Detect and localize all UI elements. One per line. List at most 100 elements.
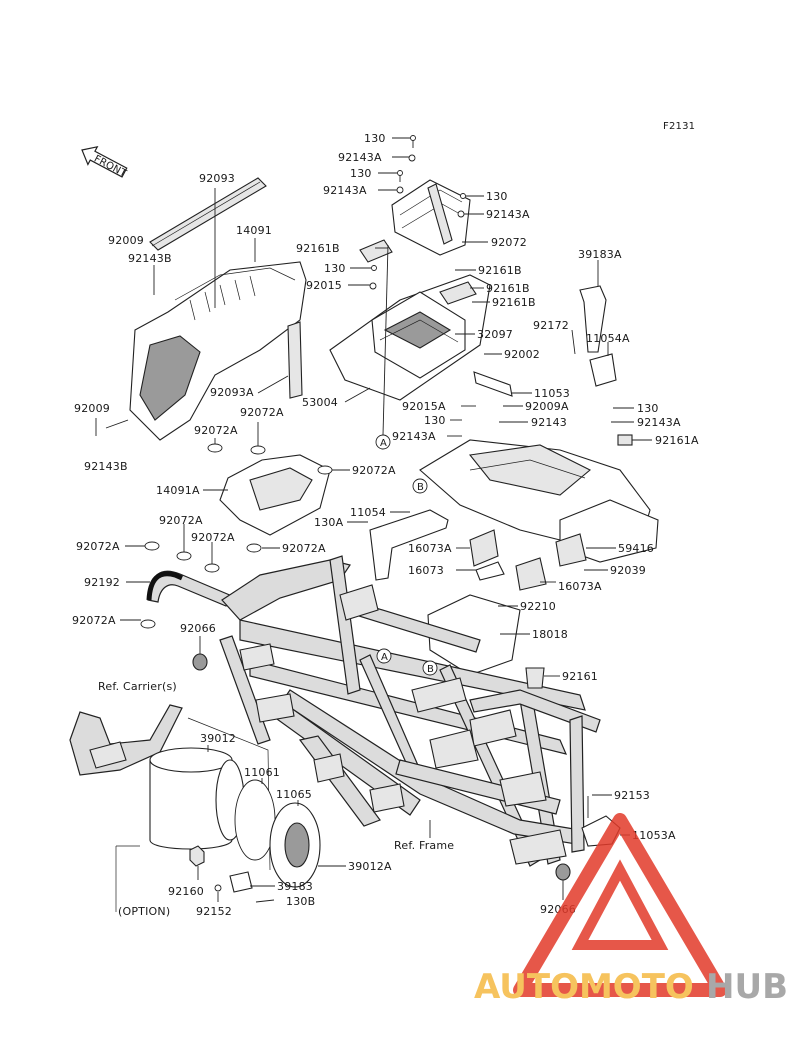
carrier-ref-drawing: [69, 704, 183, 776]
part-label: 92015: [306, 279, 342, 292]
part-label: 92009: [74, 402, 110, 415]
cover-16073A-drawing: [469, 529, 547, 591]
part-label: 92072A: [194, 424, 238, 437]
part-label: 92172: [533, 319, 569, 332]
part-label: 92093: [199, 172, 235, 185]
part-label: 39012: [200, 732, 236, 745]
grommet-92161-icon: [525, 667, 545, 689]
part-label: 92161: [562, 670, 598, 683]
part-label: 130: [364, 132, 386, 145]
part-label: 92161B: [296, 242, 340, 255]
part-labels: 130 92143A 130 92143A 130 92143A 92072 9…: [72, 132, 699, 918]
bracket-39183-drawing: [214, 871, 275, 903]
bar-92093A-drawing: [287, 321, 303, 399]
part-label: 92161B: [492, 296, 536, 309]
part-label: 92153: [614, 789, 650, 802]
part-label: 16073A: [408, 542, 452, 555]
part-label: 130: [424, 414, 446, 427]
bolt-130-icon: [369, 135, 466, 290]
part-label: 92143A: [486, 208, 530, 221]
part-label: 92072A: [76, 540, 120, 553]
part-label: 92143A: [323, 184, 367, 197]
carrier-ref-label: Ref. Carrier(s): [98, 680, 177, 693]
part-label: 16073A: [558, 580, 602, 593]
part-label: 130: [324, 262, 346, 275]
part-label: 92072A: [72, 614, 116, 627]
plate-18018-drawing: [427, 594, 521, 676]
watermark-logo: AUTOMOTO HUB: [474, 813, 788, 1007]
bracket-11053-drawing: [473, 371, 513, 397]
part-label: 92143A: [338, 151, 382, 164]
part-label: 92210: [520, 600, 556, 613]
part-label: 92009A: [525, 400, 569, 413]
part-label: 92143: [531, 416, 567, 429]
part-label: 92072A: [159, 514, 203, 527]
svg-text:B: B: [427, 664, 434, 675]
tray-32097-drawing: [371, 291, 466, 379]
watermark-text-automoto: AUTOMOTO: [474, 967, 694, 1007]
part-label: 92072A: [191, 531, 235, 544]
svg-text:A: A: [381, 652, 388, 663]
part-label: 39183: [277, 880, 313, 893]
part-label: 92072A: [240, 406, 284, 419]
ring-11061-drawing: [234, 779, 276, 861]
part-label: 130B: [286, 895, 315, 908]
part-label: 92143B: [84, 460, 128, 473]
part-label: 92143A: [637, 416, 681, 429]
part-label: 92015A: [402, 400, 446, 413]
part-label: 92072: [491, 236, 527, 249]
part-label: 11053A: [632, 829, 676, 842]
part-label: 11054: [350, 506, 386, 519]
marker-b-icon: B B: [412, 478, 438, 676]
part-label: 39012A: [348, 860, 392, 873]
part-label: 18018: [532, 628, 568, 641]
part-label: 14091A: [156, 484, 200, 497]
part-label: 14091: [236, 224, 272, 237]
pad-92161A-drawing: [617, 434, 633, 446]
part-label: 39183A: [578, 248, 622, 261]
bracket-39183A-drawing: [579, 285, 607, 353]
part-label: 16073: [408, 564, 444, 577]
part-label: 92072A: [282, 542, 326, 555]
part-label: 92072A: [352, 464, 396, 477]
bracket-11054A-drawing: [589, 353, 617, 387]
part-label: 92039: [610, 564, 646, 577]
watermark-triangle-icon: [513, 813, 727, 997]
part-label: 11065: [276, 788, 312, 801]
part-label: 11061: [244, 766, 280, 779]
bag-39012-drawing: [149, 747, 245, 850]
guard-14091A-drawing: [219, 454, 331, 536]
part-label: 130A: [314, 516, 344, 529]
main-frame-drawing: [219, 555, 601, 867]
part-label: 92160: [168, 885, 204, 898]
svg-text:A: A: [380, 438, 387, 449]
part-label: 130: [637, 402, 659, 415]
part-label: 92192: [84, 576, 120, 589]
figure-code: F2131: [663, 121, 695, 132]
cover-59416-drawing: [555, 533, 587, 567]
part-label: 92009: [108, 234, 144, 247]
part-label: 92143B: [128, 252, 172, 265]
part-label: 130: [486, 190, 508, 203]
part-label: 92093A: [210, 386, 254, 399]
svg-text:B: B: [417, 482, 424, 493]
bracket-92072-drawing: [391, 179, 471, 256]
part-label: 32097: [477, 328, 513, 341]
watermark-text-hub: HUB: [706, 967, 788, 1007]
bar-92093-drawing: [149, 177, 267, 251]
part-label: 92143A: [392, 430, 436, 443]
part-label: 11053: [534, 387, 570, 400]
fender-14091-drawing: [129, 261, 307, 441]
marker-a-icon: A A: [375, 244, 392, 664]
bracket-11054-drawing: [369, 509, 449, 581]
frame-ref-label: Ref. Frame: [394, 839, 454, 852]
cap-11065-drawing: [269, 802, 321, 888]
part-label: 92161B: [486, 282, 530, 295]
front-arrow-icon: FRONT: [81, 145, 129, 181]
front-label: FRONT: [92, 154, 129, 181]
part-label: 11054A: [586, 332, 630, 345]
bump-stop-92066-icon: [192, 653, 571, 881]
hose-92192-drawing: [146, 570, 233, 607]
